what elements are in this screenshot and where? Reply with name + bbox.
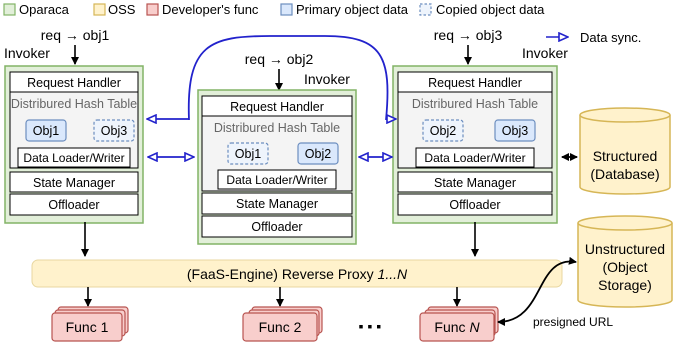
- reverse-proxy-label: (FaaS-Engine) Reverse Proxy 1...N: [187, 266, 408, 282]
- legend-oparaca-label: Oparaca: [19, 2, 70, 17]
- legend-oss-label: OSS: [108, 2, 136, 17]
- invoker-2: req → obj2 Invoker Request Handler Distr…: [197, 51, 357, 245]
- func-n-stack: Func N: [419, 306, 499, 342]
- func-n-index: N: [469, 319, 480, 335]
- invoker-2-obj1-label: Obj1: [235, 147, 261, 161]
- invoker-1-offloader-label: Offloader: [48, 198, 99, 212]
- legend-developer-func-label: Developer's func: [162, 2, 259, 17]
- structured-label-line1: Structured: [593, 148, 658, 164]
- unstructured-label-line2: (Object: [602, 259, 647, 275]
- legend-primary-swatch: [280, 3, 293, 16]
- invoker-2-state-manager-label: State Manager: [236, 197, 318, 211]
- invoker-1-state-manager-label: State Manager: [33, 176, 115, 190]
- invoker-3-offloader: [397, 193, 553, 216]
- invoker-1-label: Invoker: [4, 45, 50, 61]
- invoker-1: Invoker req → obj1 Request Handler Distr…: [4, 27, 144, 257]
- unstructured-label-line3: Storage): [598, 277, 652, 293]
- legend-developer-func-swatch: [146, 3, 159, 16]
- invoker-3-state-manager: [397, 171, 553, 193]
- legend-oss-swatch: [93, 3, 106, 16]
- invoker-3: req → obj3 Invoker Request Handler Distr…: [392, 27, 568, 257]
- func-1-label: Func 1: [66, 319, 109, 335]
- invoker-3-state-manager-label: State Manager: [434, 176, 516, 190]
- legend: Oparaca OSS Developer's func Primary obj…: [3, 2, 641, 45]
- invoker-1-dht-label: Distribured Hash Table: [11, 97, 137, 111]
- func-n-prefix: Func: [434, 319, 469, 335]
- structured-label-line2: (Database): [590, 166, 659, 182]
- reverse-proxy-prefix: (FaaS-Engine) Reverse Proxy: [187, 266, 378, 282]
- structured-database: Structured (Database): [579, 107, 671, 195]
- func-2-label: Func 2: [259, 319, 302, 335]
- legend-primary-label: Primary object data: [296, 2, 409, 17]
- invoker-3-label: Invoker: [522, 45, 568, 61]
- unstructured-cylinder-top: [577, 215, 673, 231]
- func-2-box: [242, 312, 318, 342]
- unstructured-label-line1: Unstructured: [585, 241, 665, 257]
- invoker-3-data-loader-label: Data Loader/Writer: [424, 151, 525, 165]
- invoker-1-obj3-label: Obj3: [101, 124, 127, 138]
- invoker-2-data-loader: [217, 169, 337, 190]
- invoker-1-obj1-label: Obj1: [33, 124, 59, 138]
- legend-copied-label: Copied object data: [436, 2, 545, 17]
- invoker-2-state-manager: [201, 192, 353, 215]
- invoker-2-request: req → obj2: [245, 51, 314, 67]
- invoker-2-label: Invoker: [304, 71, 350, 87]
- structured-cylinder-body: [579, 115, 671, 195]
- invoker-1-data-loader: [17, 147, 131, 168]
- invoker-1-state-manager: [9, 171, 139, 193]
- legend-data-sync-label: Data sync.: [580, 30, 641, 45]
- data-sync-curve-1-3: [187, 35, 389, 121]
- func-1-box: [51, 312, 123, 342]
- invoker-1-data-loader-label: Data Loader/Writer: [23, 151, 124, 165]
- invoker-3-offloader-label: Offloader: [449, 198, 500, 212]
- invoker-2-obj2-label: Obj2: [305, 147, 331, 161]
- structured-cylinder-top: [579, 107, 671, 123]
- unstructured-cylinder-body: [577, 223, 673, 308]
- invoker-3-obj3-label: Obj3: [502, 124, 528, 138]
- presigned-url-arrow: [497, 256, 577, 326]
- invoker-1-offloader: [9, 193, 139, 216]
- invoker-2-offloader: [201, 215, 353, 238]
- func-n-box: [419, 312, 495, 342]
- invoker-2-dht-label: Distribured Hash Table: [214, 121, 340, 135]
- legend-copied-swatch: [419, 3, 432, 16]
- invoker-1-request: req → obj1: [41, 27, 110, 43]
- invoker-3-data-loader: [415, 147, 535, 168]
- invoker-3-obj3-primary: [494, 119, 536, 142]
- reverse-proxy-range: 1...N: [378, 266, 408, 282]
- reverse-proxy: (FaaS-Engine) Reverse Proxy 1...N: [31, 259, 563, 288]
- data-sync-links: [147, 35, 396, 157]
- invoker-2-obj2-primary: [297, 142, 339, 165]
- unstructured-object-storage: Unstructured (Object Storage): [577, 215, 673, 308]
- invoker-2-data-loader-label: Data Loader/Writer: [226, 173, 327, 187]
- invoker-3-request-handler-label: Request Handler: [428, 76, 522, 90]
- func-2-stack: Func 2: [242, 306, 323, 342]
- func-ellipsis: ▪ ▪ ▪: [359, 318, 382, 334]
- invoker-3-obj2-copied: [422, 119, 464, 142]
- invoker-2-obj1-copied: [227, 142, 269, 165]
- invoker-1-obj1-primary: [25, 119, 67, 142]
- func-1-stack: Func 1: [51, 306, 129, 342]
- invoker-2-offloader-label: Offloader: [251, 220, 302, 234]
- legend-oparaca-swatch: [3, 3, 16, 16]
- func-n-label: Func N: [434, 319, 480, 335]
- presigned-url-label: presigned URL: [533, 315, 613, 329]
- invoker-1-request-handler-label: Request Handler: [27, 76, 121, 90]
- invoker-3-request: req → obj3: [434, 27, 503, 43]
- invoker-2-request-handler-label: Request Handler: [230, 100, 324, 114]
- invoker-3-obj2-label: Obj2: [430, 124, 456, 138]
- invoker-3-dht-label: Distribured Hash Table: [412, 97, 538, 111]
- invoker-1-obj3-copied: [93, 119, 135, 142]
